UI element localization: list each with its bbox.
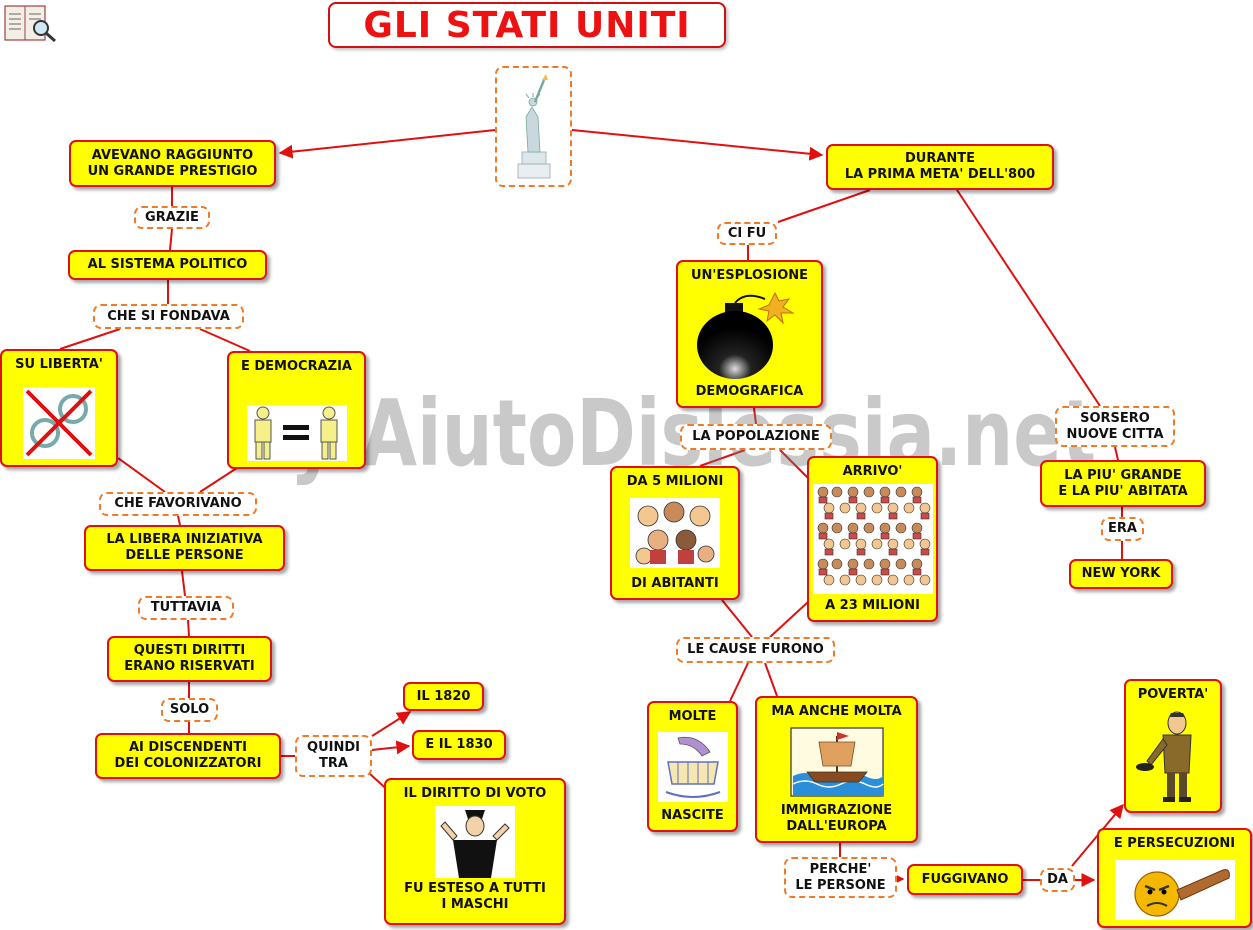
link-ci-fu: CI FU: [717, 222, 777, 245]
large-crowd-icon: [812, 484, 933, 594]
angry-face-club-icon: [1114, 860, 1235, 920]
node-persecuzioni-label: E PERSECUZIONI: [1113, 836, 1236, 851]
node-23-milioni-label: ARRIVO': [842, 464, 903, 479]
statue-icon: [517, 73, 550, 178]
node-discendenti: AI DISCENDENTI DEI COLONIZZATORI: [95, 733, 281, 779]
node-1830: E IL 1830: [412, 730, 506, 760]
page-title: GLI STATI UNITI: [328, 2, 726, 48]
node-immigrazione: MA ANCHE MOLTA IMMIGRAZIONE DALL'EUROPA: [755, 696, 918, 843]
link-che-si-fondava: CHE SI FONDAVA: [93, 304, 244, 329]
node-liberta-label: SU LIBERTA': [15, 357, 103, 372]
node-democrazia: E DEMOCRAZIA: [227, 351, 366, 469]
crowd-icon: [630, 498, 720, 568]
node-diritti-riservati: QUESTI DIRITTI ERANO RISERVATI: [107, 636, 272, 682]
node-23-milioni-label-bottom: A 23 MILIONI: [825, 598, 920, 613]
link-quindi-tra: QUINDI TRA: [295, 735, 372, 777]
link-solo: SOLO: [161, 698, 218, 722]
node-fuggivano: FUGGIVANO: [907, 864, 1023, 895]
node-piu-grande: LA PIU' GRANDE E LA PIU' ABITATA: [1040, 460, 1206, 507]
node-immigrazione-label-bottom: IMMIGRAZIONE DALL'EUROPA: [780, 803, 893, 834]
node-new-york: NEW YORK: [1069, 559, 1173, 589]
link-perche-le-persone: PERCHE' LE PERSONE: [784, 857, 897, 898]
node-molte-nascite-label: MOLTE: [668, 709, 717, 724]
node-poverta-label: POVERTA': [1137, 687, 1209, 702]
node-poverta: POVERTA': [1124, 679, 1222, 813]
node-libera-iniziativa: LA LIBERA INIZIATIVA DELLE PERSONE: [84, 525, 285, 571]
poor-man-icon: [1136, 711, 1192, 802]
link-sorsero-nuove-citta: SORSERO NUOVE CITTA: [1055, 406, 1175, 447]
node-liberta: SU LIBERTA': [0, 349, 118, 467]
muscle-man-icon: [435, 805, 515, 878]
link-che-favorivano: CHE FAVORIVANO: [99, 492, 257, 516]
node-durante: DURANTE LA PRIMA META' DELL'800: [826, 144, 1054, 190]
ship-icon: [789, 726, 884, 797]
node-diritto-voto-label-bottom: FU ESTESO A TUTTI I MASCHI: [404, 881, 546, 912]
node-diritto-voto: IL DIRITTO DI VOTO FU ESTESO A TUTTI I M…: [384, 778, 566, 925]
link-le-cause-furono: LE CAUSE FURONO: [676, 637, 835, 663]
link-la-popolazione: LA POPOLAZIONE: [680, 424, 832, 450]
logo-icon: [3, 2, 59, 44]
node-23-milioni: ARRIVO' A 23 MILIONI: [807, 456, 938, 622]
node-molte-nascite-label-bottom: NASCITE: [661, 808, 724, 823]
node-prestigio: AVEVANO RAGGIUNTO UN GRANDE PRESTIGIO: [69, 140, 276, 187]
equal-people-icon: [246, 405, 347, 461]
node-esplosione: UN'ESPLOSIONE DEMOGRAFICA: [676, 260, 823, 408]
link-era: ERA: [1101, 517, 1144, 541]
node-esplosione-label-bottom: DEMOGRAFICA: [695, 384, 804, 399]
node-molte-nascite: MOLTE NASCITE: [647, 701, 738, 832]
cradle-icon: [657, 731, 728, 802]
node-immigrazione-label: MA ANCHE MOLTA: [771, 704, 902, 719]
broken-handcuffs-icon: [23, 387, 95, 459]
link-da: DA: [1040, 868, 1075, 892]
node-persecuzioni: E PERSECUZIONI: [1097, 828, 1252, 928]
node-esplosione-label: UN'ESPLOSIONE: [690, 268, 809, 283]
node-5-milioni-label: DA 5 MILIONI: [626, 474, 724, 489]
link-grazie: GRAZIE: [134, 206, 210, 229]
link-tuttavia: TUTTAVIA: [138, 596, 234, 620]
node-democrazia-label: E DEMOCRAZIA: [240, 359, 352, 374]
node-5-milioni-label-bottom: DI ABITANTI: [631, 576, 719, 591]
node-5-milioni: DA 5 MILIONI DI ABITANTI: [610, 466, 740, 600]
statue-of-liberty-image: [495, 66, 572, 187]
node-1820: IL 1820: [403, 682, 484, 711]
node-diritto-voto-label: IL DIRITTO DI VOTO: [403, 786, 547, 801]
node-sistema-politico: AL SISTEMA POLITICO: [68, 250, 267, 280]
bomb-icon: [696, 291, 795, 379]
